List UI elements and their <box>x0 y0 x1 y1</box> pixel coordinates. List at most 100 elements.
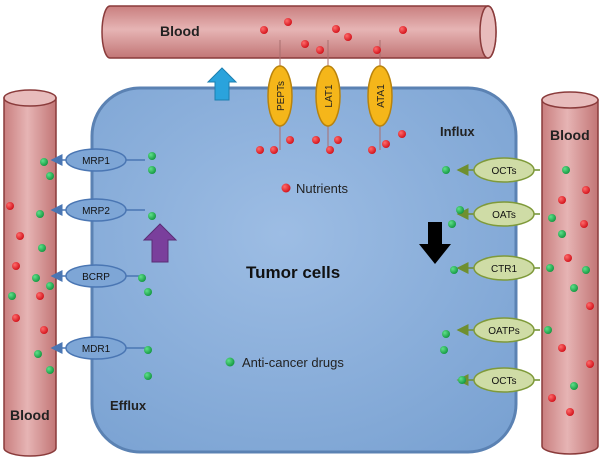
transporter-mrp1: MRP1 <box>50 148 145 172</box>
transporter-mrp2: MRP2 <box>50 198 145 222</box>
nutrient-dot <box>40 326 48 334</box>
drug-dot <box>144 288 152 296</box>
svg-text:MRP2: MRP2 <box>82 206 110 217</box>
nutrient-dot <box>316 46 324 54</box>
drug-dot <box>546 264 554 272</box>
nutrient-dot <box>586 360 594 368</box>
transporter-ata1: ATA1 <box>367 65 393 127</box>
nutrient-dot <box>270 146 278 154</box>
legend-drug-dot <box>225 357 235 367</box>
nutrient-dot <box>558 344 566 352</box>
transporter-lat1: LAT1 <box>315 65 341 127</box>
nutrient-dot <box>301 40 309 48</box>
drug-dot <box>38 244 46 252</box>
drug-dot <box>46 366 54 374</box>
drug-dot <box>562 166 570 174</box>
drug-dot <box>548 214 556 222</box>
svg-text:BCRP: BCRP <box>82 272 110 283</box>
influx-transporters-right: OCTs OATs CTR1 OATPs OCTs <box>456 157 540 393</box>
drug-dot <box>450 266 458 274</box>
transporter-oats: OATs <box>456 201 540 227</box>
drug-dot <box>34 350 42 358</box>
drug-dot <box>138 274 146 282</box>
purple-up-arrow <box>142 223 178 263</box>
transporter-oatps: OATPs <box>456 317 540 343</box>
drug-dot <box>558 230 566 238</box>
nutrient-dot <box>582 186 590 194</box>
legend-nutrient-dot <box>281 183 291 193</box>
top-transporters: PEPTs LAT1 ATA1 <box>267 40 393 150</box>
nutrient-dot <box>558 196 566 204</box>
svg-text:OATPs: OATPs <box>488 326 519 337</box>
drug-dot <box>8 292 16 300</box>
transporter-mdr1: MDR1 <box>50 336 145 360</box>
tumor-cells-label: Tumor cells <box>246 263 340 282</box>
nutrient-dot <box>586 302 594 310</box>
legend-nutrients-label: Nutrients <box>296 181 349 196</box>
svg-text:OCTs: OCTs <box>492 376 517 387</box>
drug-dot <box>448 220 456 228</box>
nutrient-dot <box>564 254 572 262</box>
drug-dot <box>570 382 578 390</box>
nutrient-dot <box>12 314 20 322</box>
nutrient-dot <box>6 202 14 210</box>
blood-label-top: Blood <box>160 23 200 39</box>
drug-dot <box>32 274 40 282</box>
drug-dot <box>544 326 552 334</box>
nutrient-dot <box>373 46 381 54</box>
nutrient-dot <box>312 136 320 144</box>
nutrient-dot <box>398 130 406 138</box>
nutrient-dot <box>368 146 376 154</box>
nutrient-dot <box>286 136 294 144</box>
blood-vessel-top <box>101 5 497 59</box>
drug-dot <box>144 372 152 380</box>
nutrient-dot <box>260 26 268 34</box>
svg-text:OATs: OATs <box>492 210 516 221</box>
nutrient-dot <box>332 25 340 33</box>
drug-dot <box>458 376 466 384</box>
nutrient-dot <box>16 232 24 240</box>
drug-dot <box>46 172 54 180</box>
influx-label: Influx <box>440 124 475 139</box>
drug-dot <box>148 152 156 160</box>
blood-label-left: Blood <box>10 407 50 423</box>
black-down-arrow <box>419 222 451 264</box>
nutrient-dot <box>334 136 342 144</box>
nutrient-dot <box>284 18 292 26</box>
drug-dot <box>440 346 448 354</box>
svg-text:PEPTs: PEPTs <box>276 81 287 111</box>
drug-dot <box>40 158 48 166</box>
nutrient-dot <box>12 262 20 270</box>
efflux-transporters: MRP1 MRP2 BCRP MDR1 <box>50 148 145 360</box>
svg-text:MDR1: MDR1 <box>82 344 111 355</box>
nutrient-dot <box>548 394 556 402</box>
svg-text:LAT1: LAT1 <box>324 84 335 108</box>
drug-dot <box>442 330 450 338</box>
svg-text:ATA1: ATA1 <box>376 84 387 108</box>
efflux-label: Efflux <box>110 398 147 413</box>
transporter-pepts: PEPTs <box>267 65 293 127</box>
drug-dots <box>8 152 590 390</box>
nutrient-dots <box>6 18 594 416</box>
nutrient-dot <box>326 146 334 154</box>
drug-dot <box>442 166 450 174</box>
drug-dot <box>36 210 44 218</box>
transporter-octs-1: OCTs <box>456 157 540 183</box>
legend-drugs-label: Anti-cancer drugs <box>242 355 344 370</box>
drug-dot <box>148 166 156 174</box>
drug-dot <box>570 284 578 292</box>
transporter-ctr1: CTR1 <box>456 255 540 281</box>
nutrient-dot <box>256 146 264 154</box>
nutrient-dot <box>566 408 574 416</box>
svg-text:OCTs: OCTs <box>492 166 517 177</box>
nutrient-dot <box>344 33 352 41</box>
drug-dot <box>456 206 464 214</box>
nutrient-dot <box>382 140 390 148</box>
svg-text:CTR1: CTR1 <box>491 264 518 275</box>
nutrient-dot <box>399 26 407 34</box>
drug-dot <box>46 282 54 290</box>
drug-dot <box>582 266 590 274</box>
transporter-octs-2: OCTs <box>456 367 540 393</box>
nutrient-dot <box>580 220 588 228</box>
